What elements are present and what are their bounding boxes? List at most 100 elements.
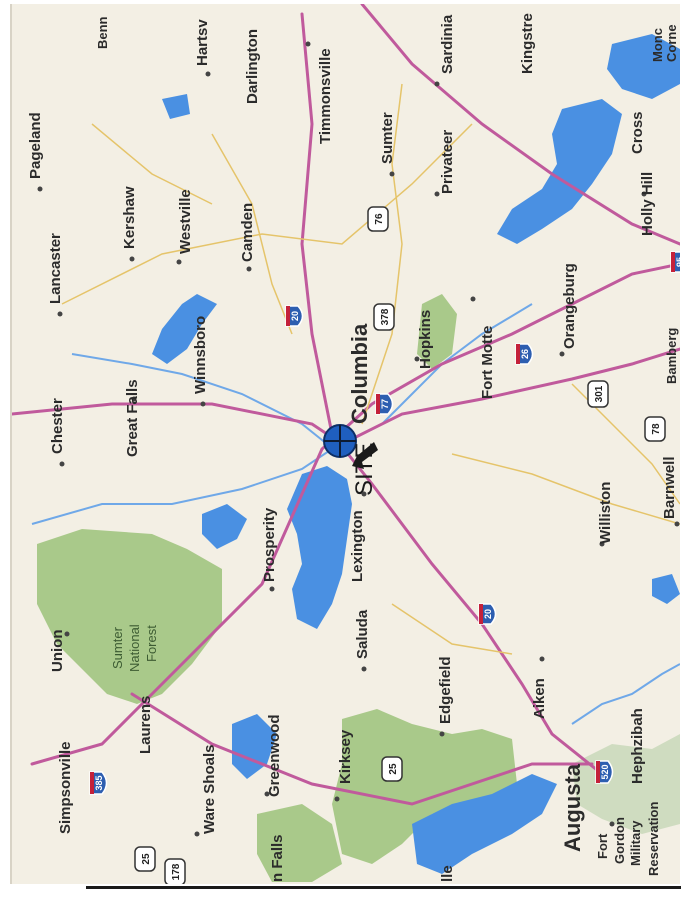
label-hartsville: Hartsv — [194, 19, 211, 66]
label-fort-motte: Fort Motte — [479, 326, 496, 399]
lake-wateree — [152, 294, 217, 364]
pond-williston — [652, 574, 680, 604]
svg-text:301: 301 — [594, 385, 605, 402]
svg-text:95: 95 — [675, 257, 680, 267]
hwy-us76: 76 — [367, 206, 389, 232]
label-hephzibah: Hephzibah — [629, 708, 646, 784]
hwy-i95: 95 — [670, 251, 680, 273]
lake-monticello — [202, 504, 247, 549]
congaree-forest — [417, 294, 457, 369]
label-prosperity: Prosperity — [261, 507, 278, 582]
svg-text:76: 76 — [374, 213, 385, 225]
label-barnwell: Barnwell — [661, 456, 678, 519]
hwy-i20-north: 20 — [285, 305, 304, 327]
label-augusta: Augusta — [560, 763, 585, 852]
clarks-hill-lake — [412, 774, 557, 874]
label-simpsonville: Simpsonville — [57, 741, 74, 834]
label-kershaw: Kershaw — [121, 186, 138, 249]
label-holly-hill: Holly Hill — [639, 172, 656, 236]
label-gordon: Gordon — [612, 817, 627, 864]
hwy-us25-west: 25 — [134, 846, 156, 872]
label-falls: n Falls — [269, 834, 286, 882]
label-darlington: Darlington — [244, 29, 261, 104]
label-aiken: Aiken — [531, 678, 548, 719]
hwy-us78: 78 — [644, 416, 666, 442]
label-ware-shoals: Ware Shoals — [201, 745, 218, 834]
svg-text:520: 520 — [600, 764, 610, 779]
site-label: SITE — [351, 443, 378, 496]
label-military: Military — [628, 820, 643, 866]
label-bennett: Benn — [95, 16, 110, 49]
hwy-us25-east: 25 — [381, 756, 403, 782]
savannah-river — [571, 663, 680, 725]
label-saluda: Saluda — [354, 609, 371, 659]
interstate-95-road — [360, 4, 680, 246]
interstate-20-road — [300, 12, 604, 776]
label-kingstree: Kingstre — [519, 13, 536, 74]
label-hopkins: Hopkins — [417, 310, 434, 369]
site-arrow-icon — [352, 442, 378, 469]
label-cross: Cross — [629, 111, 646, 154]
label-ille: lle — [439, 865, 456, 882]
svg-text:Forest: Forest — [144, 625, 159, 662]
label-privateer: Privateer — [439, 130, 456, 194]
hwy-us378: 378 — [373, 303, 395, 331]
hwy-i20-south: 20 — [478, 603, 497, 625]
site-marker[interactable]: SITE — [323, 424, 378, 496]
map-frame: SITE — [10, 4, 680, 884]
label-kirksey: Kirksey — [337, 729, 354, 784]
label-greenwood: Greenwood — [266, 714, 283, 797]
sumter-national-forest — [37, 529, 222, 704]
hwy-us178: 178 — [164, 858, 186, 884]
label-laurens: Laurens — [137, 696, 154, 754]
label-westville: Westville — [177, 189, 194, 254]
broad-river — [71, 353, 328, 445]
svg-text:378: 378 — [380, 308, 391, 325]
label-camden: Camden — [239, 203, 256, 262]
forest-label: Sumter National Forest — [110, 624, 159, 672]
label-fort: Fort — [595, 833, 610, 859]
pond-darlington — [162, 94, 190, 119]
forest-area-south — [332, 709, 517, 864]
hwy-i77: 77 — [375, 393, 394, 415]
lake-marion — [497, 99, 622, 244]
forest-area-southwest — [257, 804, 342, 882]
svg-text:National: National — [127, 624, 142, 672]
bottom-rule — [86, 886, 681, 889]
map-canvas[interactable]: SITE — [12, 4, 680, 884]
label-williston: Williston — [597, 482, 614, 544]
svg-text:78: 78 — [651, 423, 662, 435]
label-pageland: Pageland — [27, 112, 44, 179]
lake-moultrie — [607, 34, 680, 99]
svg-text:26: 26 — [520, 349, 530, 359]
label-orangeburg: Orangeburg — [561, 263, 578, 349]
label-reservation: Reservation — [646, 802, 661, 876]
label-union: Union — [49, 630, 66, 673]
city-labels: Columbia Augusta Lexington Orangeburg Su… — [27, 13, 679, 882]
us-highway-east — [340, 347, 680, 446]
label-bamberg: Bamberg — [664, 328, 679, 384]
svg-text:178: 178 — [171, 863, 182, 880]
svg-text:Sumter: Sumter — [110, 626, 125, 669]
label-chester: Chester — [49, 398, 66, 454]
label-lexington: Lexington — [349, 510, 366, 582]
svg-text:20: 20 — [483, 609, 493, 619]
svg-text:385: 385 — [94, 775, 104, 790]
lake-murray — [287, 466, 352, 629]
svg-text:25: 25 — [388, 763, 399, 775]
road-laurens-augusta — [130, 692, 594, 806]
label-edgefield: Edgefield — [437, 656, 454, 724]
label-timmonsville: Timmonsville — [317, 48, 334, 144]
hwy-us301: 301 — [587, 380, 609, 408]
label-sardinia: Sardinia — [439, 14, 456, 74]
label-winnsboro: Winnsboro — [192, 316, 209, 394]
label-columbia: Columbia — [347, 323, 372, 424]
hwy-i520: 520 — [595, 760, 614, 784]
saluda-river — [31, 448, 333, 525]
interstate-77-road — [12, 402, 344, 446]
label-great-falls: Great Falls — [124, 379, 141, 457]
svg-text:20: 20 — [290, 311, 300, 321]
hwy-i26: 26 — [515, 343, 534, 365]
hwy-i385: 385 — [89, 771, 108, 795]
lake-greenwood — [232, 714, 277, 779]
